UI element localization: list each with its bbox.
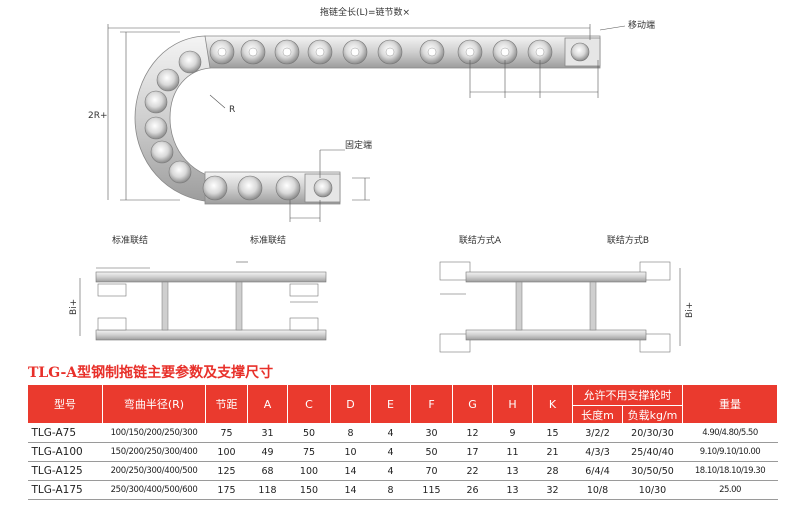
cell-g: 12 xyxy=(452,423,493,443)
cell-load: 10/30 xyxy=(622,480,683,500)
cell-a: 49 xyxy=(247,442,288,462)
standard-connection-1-label: 标准联结 xyxy=(112,234,148,246)
connection-method-b-label: 联结方式B xyxy=(607,234,649,246)
header-c: C xyxy=(287,384,331,424)
chain-bend xyxy=(134,35,231,203)
cell-length: 4/3/3 xyxy=(572,442,623,462)
cell-h: 11 xyxy=(492,442,533,462)
header-f: F xyxy=(410,384,453,424)
total-length-label: 拖链全长(L)=链节数× xyxy=(320,6,410,18)
cell-c: 100 xyxy=(287,461,331,481)
cell-weight: 4.90/4.80/5.50 xyxy=(682,423,778,443)
cell-weight: 25.00 xyxy=(682,480,778,500)
cell-pitch: 100 xyxy=(205,442,248,462)
cell-h: 9 xyxy=(492,423,533,443)
header-a: A xyxy=(247,384,288,424)
chain-upper-run xyxy=(204,35,601,69)
chain-lower-run xyxy=(202,171,341,205)
cell-g: 17 xyxy=(452,442,493,462)
cell-radius: 250/300/400/500/600 xyxy=(102,480,206,500)
height-label: 2R+ xyxy=(88,111,108,121)
cell-load: 20/30/30 xyxy=(622,423,683,443)
header-g: G xyxy=(452,384,493,424)
fixed-end-label: 固定端 xyxy=(345,139,372,151)
cell-a: 31 xyxy=(247,423,288,443)
cell-weight: 9.10/9.10/10.00 xyxy=(682,442,778,462)
cell-radius: 200/250/300/400/500 xyxy=(102,461,206,481)
drag-chain-diagrams: 拖链全长(L)=链节数× 移动端 固定端 R 2R+ 标准联结 标准联结 联结方… xyxy=(69,6,695,353)
cell-model: TLG-A125 xyxy=(27,461,103,481)
standard-connection-diagram: Bi+ xyxy=(69,261,327,341)
header-model: 型号 xyxy=(27,384,103,424)
cell-model: TLG-A175 xyxy=(27,480,103,500)
header-e: E xyxy=(370,384,411,424)
header-load: 负载kg/m xyxy=(622,405,683,424)
cell-k: 32 xyxy=(532,480,573,500)
header-length: 长度m xyxy=(572,405,623,424)
cell-length: 6/4/4 xyxy=(572,461,623,481)
spec-table: 型号 弯曲半径(R) 节距 A C D E F G H K 允许不用支撑轮时 重… xyxy=(27,384,778,500)
moving-end-label: 移动端 xyxy=(628,19,655,31)
cell-a: 68 xyxy=(247,461,288,481)
cell-e: 4 xyxy=(370,461,411,481)
cell-e: 8 xyxy=(370,480,411,500)
header-h: H xyxy=(492,384,533,424)
radius-label: R xyxy=(229,105,235,115)
bi-label-left: Bi+ xyxy=(69,299,79,315)
cell-radius: 150/200/250/300/400 xyxy=(102,442,206,462)
cell-load: 30/50/50 xyxy=(622,461,683,481)
header-weight: 重量 xyxy=(682,384,778,424)
cell-e: 4 xyxy=(370,442,411,462)
header-pitch: 节距 xyxy=(205,384,248,424)
cell-f: 70 xyxy=(410,461,453,481)
cell-load: 25/40/40 xyxy=(622,442,683,462)
cell-d: 14 xyxy=(330,461,371,481)
standard-connection-2-label: 标准联结 xyxy=(250,234,286,246)
cell-d: 8 xyxy=(330,423,371,443)
cell-f: 30 xyxy=(410,423,453,443)
connection-method-diagram: Bi+ xyxy=(439,261,695,353)
cell-c: 50 xyxy=(287,423,331,443)
table-row: TLG-A75 100/150/200/250/300 75 31 50 8 4… xyxy=(27,423,778,443)
cell-f: 115 xyxy=(410,480,453,500)
header-unsupported: 允许不用支撑轮时 xyxy=(572,384,683,406)
cell-h: 13 xyxy=(492,461,533,481)
cell-pitch: 175 xyxy=(205,480,248,500)
table-row: TLG-A100 150/200/250/300/400 100 49 75 1… xyxy=(27,442,778,462)
cell-h: 13 xyxy=(492,480,533,500)
cell-k: 21 xyxy=(532,442,573,462)
cell-model: TLG-A100 xyxy=(27,442,103,462)
connection-method-a-label: 联结方式A xyxy=(459,234,502,246)
table-row: TLG-A125 200/250/300/400/500 125 68 100 … xyxy=(27,461,778,481)
cell-d: 10 xyxy=(330,442,371,462)
header-d: D xyxy=(330,384,371,424)
bi-label-right: Bi+ xyxy=(685,302,695,318)
cell-length: 3/2/2 xyxy=(572,423,623,443)
cell-length: 10/8 xyxy=(572,480,623,500)
cell-model: TLG-A75 xyxy=(27,423,103,443)
cell-weight: 18.10/18.10/19.30 xyxy=(682,461,778,481)
header-k: K xyxy=(532,384,573,424)
table-row: TLG-A175 250/300/400/500/600 175 118 150… xyxy=(27,480,778,500)
cell-d: 14 xyxy=(330,480,371,500)
cell-pitch: 125 xyxy=(205,461,248,481)
cell-g: 26 xyxy=(452,480,493,500)
cell-a: 118 xyxy=(247,480,288,500)
cell-c: 150 xyxy=(287,480,331,500)
spec-table-title: TLG-A型钢制拖链主要参数及支撑尺寸 xyxy=(28,365,274,381)
dimension-lines xyxy=(107,24,626,222)
cell-g: 22 xyxy=(452,461,493,481)
cell-f: 50 xyxy=(410,442,453,462)
header-bend-radius: 弯曲半径(R) xyxy=(102,384,206,424)
cell-radius: 100/150/200/250/300 xyxy=(102,423,206,443)
cell-c: 75 xyxy=(287,442,331,462)
cell-e: 4 xyxy=(370,423,411,443)
cell-k: 28 xyxy=(532,461,573,481)
cell-pitch: 75 xyxy=(205,423,248,443)
cell-k: 15 xyxy=(532,423,573,443)
